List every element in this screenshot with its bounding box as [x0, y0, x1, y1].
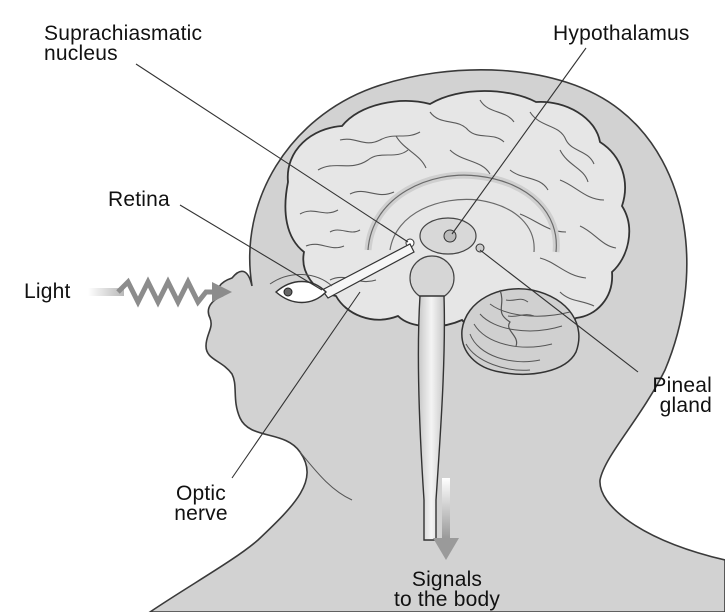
light-arrow	[88, 282, 232, 302]
label-optic-line1: Optic	[156, 484, 246, 504]
label-optic-line2: nerve	[156, 504, 246, 524]
label-retina: Retina	[108, 190, 170, 210]
label-scn-line2: nucleus	[44, 44, 202, 64]
label-pineal-gland: Pineal gland	[628, 376, 712, 416]
label-suprachiasmatic-nucleus: Suprachiasmatic nucleus	[44, 24, 202, 64]
label-pineal-line2: gland	[628, 396, 712, 416]
cerebrum	[285, 91, 629, 335]
label-scn-line1: Suprachiasmatic	[44, 24, 202, 44]
label-pineal-line1: Pineal	[628, 376, 712, 396]
label-signals-to-body: Signals to the body	[382, 570, 512, 610]
label-light: Light	[24, 282, 71, 302]
label-signals-line2: to the body	[382, 590, 512, 610]
pineal-gland-dot	[476, 244, 484, 252]
label-optic-nerve: Optic nerve	[156, 484, 246, 524]
label-signals-line1: Signals	[382, 570, 512, 590]
label-hypothalamus: Hypothalamus	[553, 24, 690, 44]
pons	[410, 256, 454, 300]
